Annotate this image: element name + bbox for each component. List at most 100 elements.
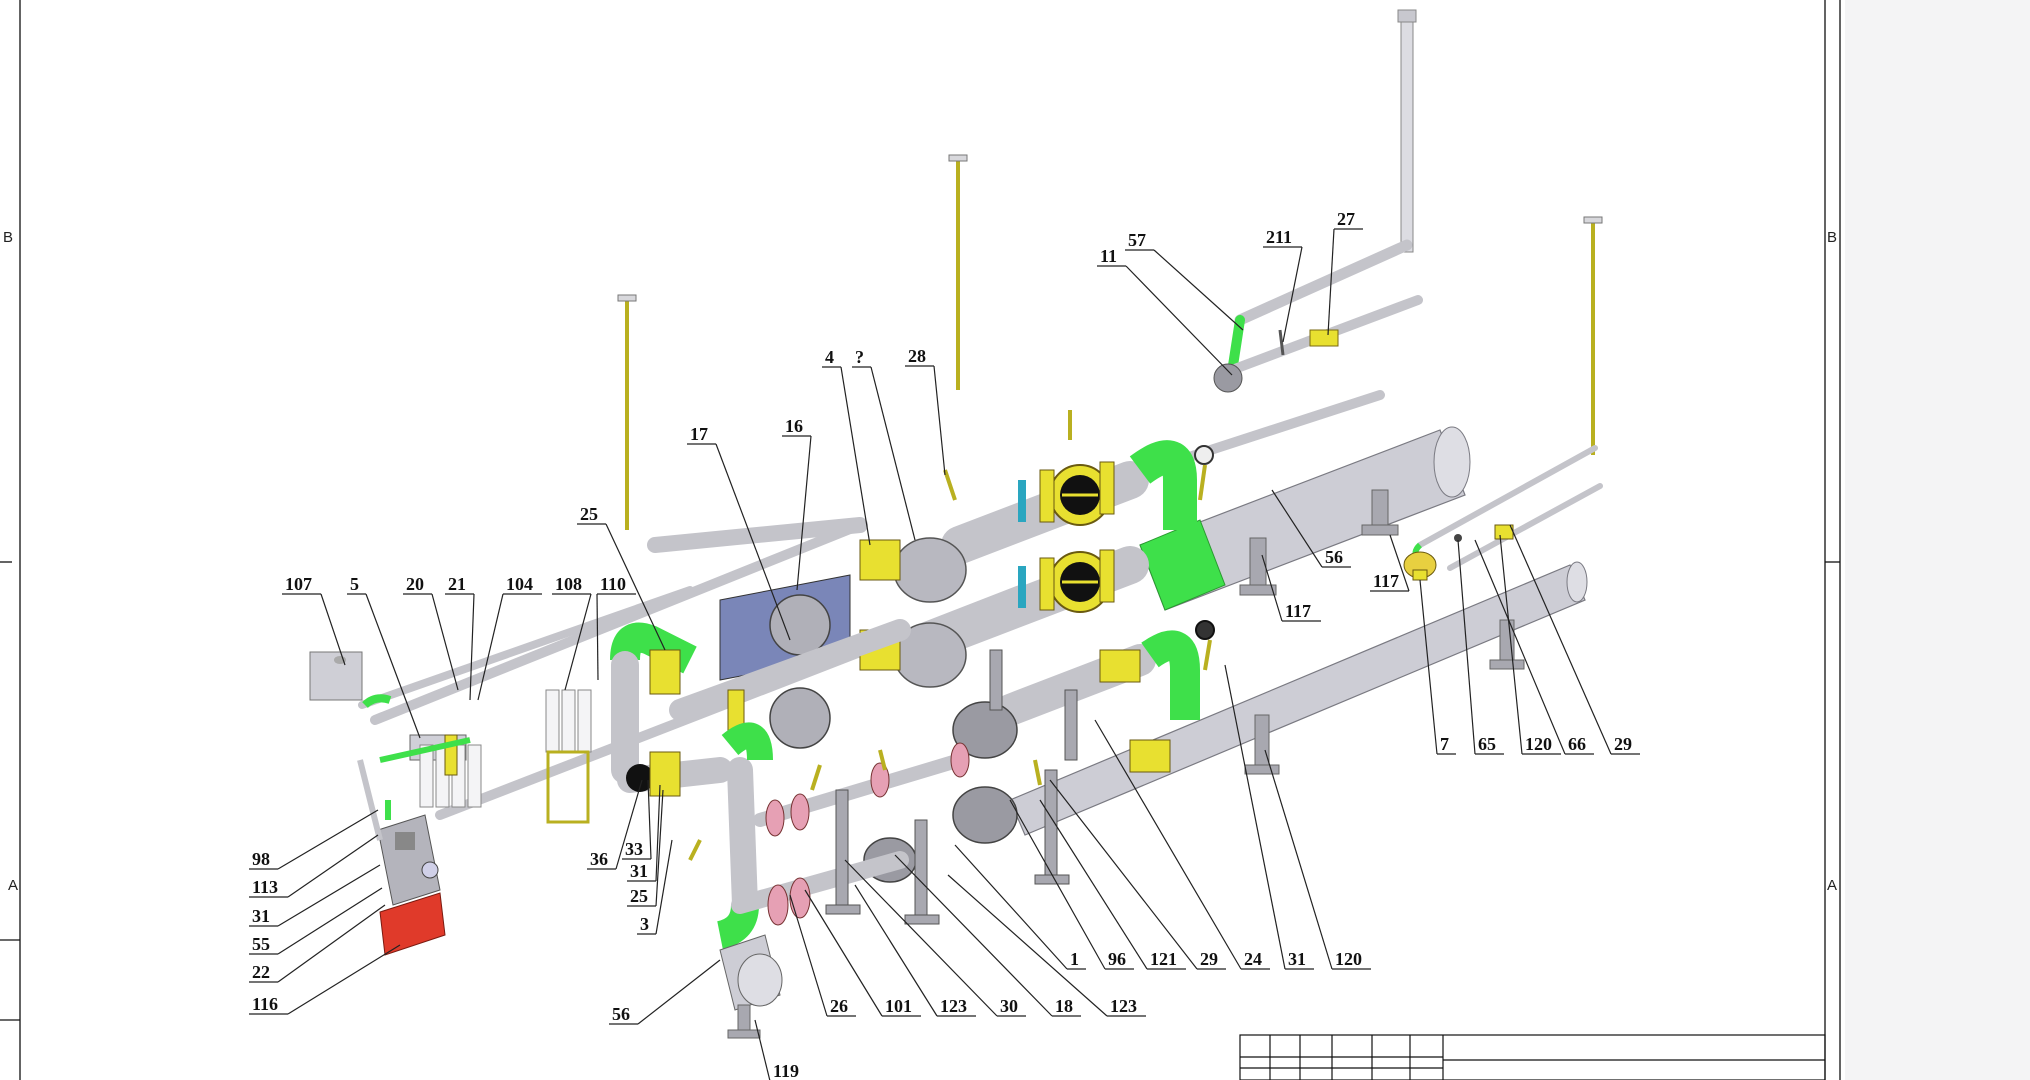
- callout-leader: [1224, 664, 1286, 970]
- callout-117: 117: [1261, 554, 1321, 622]
- callout-leader: [1049, 779, 1198, 970]
- large-header-56: [1139, 426, 1471, 611]
- regulator-lines: [941, 440, 1215, 773]
- callout-22: 22: [249, 904, 386, 983]
- callout-31: 31: [1224, 664, 1314, 970]
- callout-leader: [854, 884, 938, 1017]
- callout-33: 33: [622, 779, 652, 860]
- callout-label: 56: [612, 1004, 630, 1024]
- upper-header: [370, 390, 1385, 820]
- callout-label: 25: [630, 886, 648, 906]
- drawing-frame: [0, 0, 1841, 1080]
- callout-leader: [947, 874, 1108, 1017]
- callout-leader: [431, 593, 459, 691]
- callout-211: 211: [1263, 227, 1303, 343]
- callout-label: 36: [590, 849, 608, 869]
- callout-56: 56: [609, 959, 721, 1025]
- callout-leader: [1389, 534, 1410, 592]
- callout-leader: [933, 365, 946, 476]
- callout-label: 56: [1325, 547, 1343, 567]
- callout-unknown: ?: [852, 347, 916, 541]
- callout-16: 16: [782, 416, 812, 591]
- callout-leader: [1282, 246, 1303, 343]
- callout-leader: [647, 779, 652, 860]
- callout-label: 98: [252, 849, 270, 869]
- callout-label: 31: [252, 906, 270, 926]
- callout-label: 29: [1614, 734, 1632, 754]
- callout-label: 31: [630, 861, 648, 881]
- callout-label: 119: [773, 1061, 799, 1080]
- zone-label-right-b: B: [1827, 229, 1837, 246]
- callout-label: 22: [252, 962, 270, 982]
- callout-57: 57: [1125, 230, 1244, 331]
- callout-120: 120: [1499, 534, 1561, 755]
- callout-leader: [365, 593, 421, 739]
- callout-101: 101: [804, 889, 921, 1017]
- callout-leader: [1125, 265, 1233, 376]
- callout-leader: [655, 789, 664, 907]
- callout-25: 25: [577, 504, 666, 651]
- callout-65: 65: [1457, 539, 1504, 755]
- callout-leader: [789, 894, 828, 1017]
- callout-110: 110: [596, 574, 636, 681]
- callout-leader: [804, 889, 883, 1017]
- callout-label: 104: [506, 574, 533, 594]
- callout-25: 25: [627, 789, 664, 907]
- callout-leader: [655, 839, 673, 935]
- instrument-taps: [688, 410, 1212, 861]
- callout-119: 119: [754, 1019, 799, 1080]
- callout-label: 31: [1288, 949, 1306, 969]
- callout-leader: [1457, 539, 1476, 755]
- callout-96: 96: [1009, 799, 1134, 970]
- callout-21: 21: [445, 574, 475, 701]
- callout-label: 101: [885, 996, 912, 1016]
- pipework-illustration: [309, 9, 1603, 1039]
- zone-label-left-b: B: [3, 229, 13, 246]
- callout-leader: [1094, 719, 1242, 970]
- callout-label: 123: [940, 996, 967, 1016]
- callout-leader: [469, 593, 475, 701]
- callout-leader: [1039, 799, 1148, 970]
- boiler-cabinet: [309, 586, 694, 956]
- callout-leader: [287, 834, 379, 898]
- callout-leader: [277, 887, 383, 955]
- callout-label: 117: [1285, 601, 1311, 621]
- callout-leader: [715, 443, 791, 641]
- callout-98: 98: [249, 809, 379, 870]
- callout-label: 33: [625, 839, 643, 859]
- callout-label: 66: [1568, 734, 1586, 754]
- support-frames: [825, 649, 1078, 925]
- callout-label: 57: [1128, 230, 1146, 250]
- callout-56: 56: [1271, 489, 1351, 568]
- shutoff-valves: [731, 742, 970, 926]
- callout-label: 120: [1525, 734, 1552, 754]
- callout-leader: [596, 593, 599, 681]
- callout-label: 1: [1070, 949, 1079, 969]
- callout-label: 96: [1108, 949, 1126, 969]
- callout-leader: [320, 593, 346, 666]
- callout-leader: [477, 593, 504, 701]
- callout-leader: [277, 809, 379, 870]
- callout-leader: [1271, 489, 1323, 568]
- callout-label: ?: [855, 347, 864, 367]
- small-valve-train: [1403, 445, 1603, 581]
- callout-55: 55: [249, 887, 383, 955]
- callout-label: 3: [640, 914, 649, 934]
- callout-117: 117: [1370, 534, 1410, 592]
- callout-108: 108: [552, 574, 592, 691]
- callout-label: 17: [690, 424, 708, 444]
- callout-leader: [840, 366, 871, 546]
- callout-label: 24: [1244, 949, 1262, 969]
- callout-66: 66: [1474, 539, 1594, 755]
- callout-label: 21: [448, 574, 466, 594]
- callout-113: 113: [249, 834, 379, 898]
- callout-label: 4: [825, 347, 834, 367]
- callout-leader: [655, 784, 661, 882]
- callout-label: 123: [1110, 996, 1137, 1016]
- callout-26: 26: [789, 894, 856, 1017]
- callout-leader: [894, 854, 1053, 1017]
- callout-24: 24: [1094, 719, 1270, 970]
- callout-label: 29: [1200, 949, 1218, 969]
